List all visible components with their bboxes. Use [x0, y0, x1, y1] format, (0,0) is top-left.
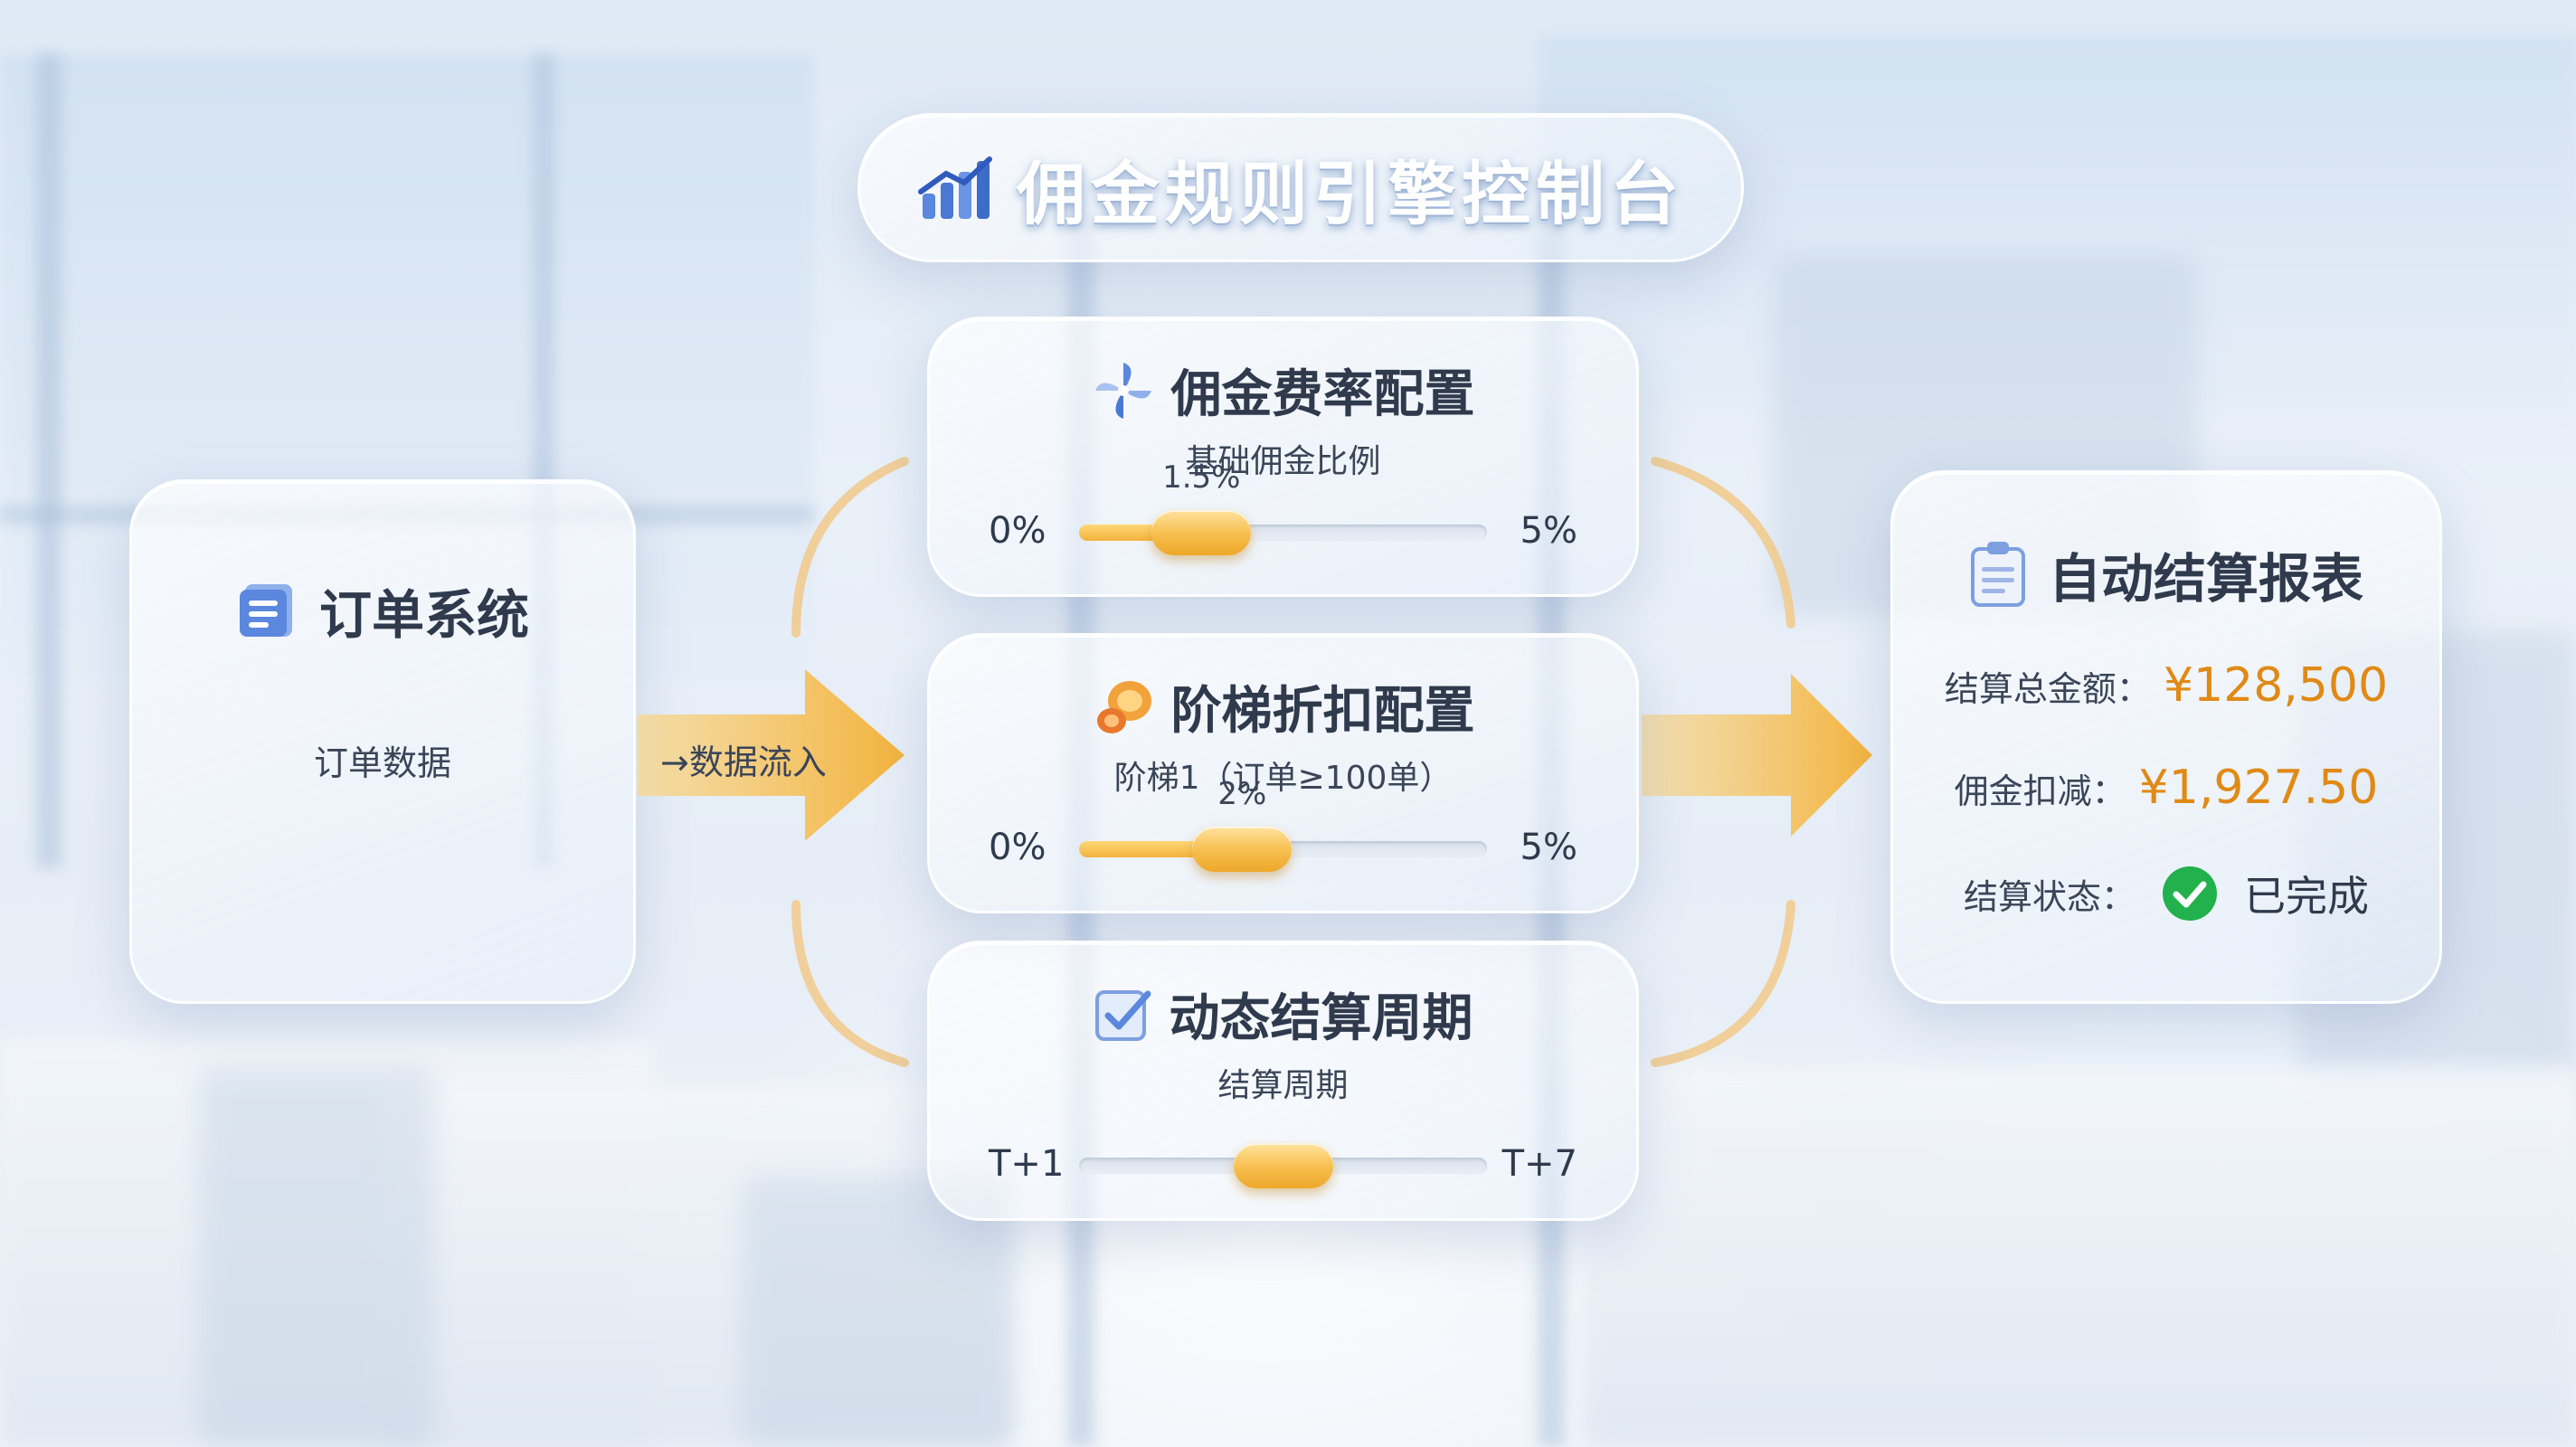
data-flow-out-arrow — [1642, 674, 1877, 837]
pinwheel-icon — [1092, 359, 1155, 422]
slider-track[interactable]: 1.5% — [1079, 525, 1487, 541]
slider-thumb[interactable]: 1.5% — [1151, 510, 1251, 555]
commission-deduction-value: ¥1,927.50 — [2139, 761, 2379, 815]
commission-rate-card: 佣金费率配置 基础佣金比例 0% 1.5% 5% — [927, 317, 1639, 597]
total-amount-label: 结算总金额： — [1945, 661, 2151, 711]
coins-icon — [1092, 677, 1155, 737]
slider-min-label: 0% — [989, 827, 1046, 868]
settlement-report-card: 自动结算报表 结算总金额： ¥128,500 佣金扣减： ¥1,927.50 结… — [1890, 470, 2442, 1004]
check-circle-icon — [2161, 865, 2219, 922]
slider-value-label: 1.5% — [1162, 459, 1240, 496]
right-lower-arc — [1646, 895, 1800, 1076]
settlement-cycle-slider[interactable]: T+1 T+7 — [966, 1138, 1600, 1192]
tier-one-label: 阶梯1（订单≥100单） — [930, 752, 1636, 799]
page-title: 佣金规则引擎控制台 — [1017, 138, 1684, 238]
data-flow-label: →数据流入 — [660, 734, 827, 784]
slider-track[interactable] — [1079, 1158, 1487, 1174]
checkbox-icon — [1094, 987, 1153, 1043]
slider-thumb[interactable]: 2% — [1192, 827, 1292, 872]
settlement-status-value: 已完成 — [2244, 864, 2369, 923]
tier-discount-slider[interactable]: 0% 2% 5% — [966, 821, 1600, 875]
slider-min-label: 0% — [989, 510, 1046, 552]
commission-rate-title: 佣金费率配置 — [1171, 354, 1475, 427]
settlement-cycle-card: 动态结算周期 结算周期 T+1 T+7 — [927, 941, 1639, 1221]
order-data-label: 订单数据 — [132, 735, 633, 785]
tier-discount-card: 阶梯折扣配置 阶梯1（订单≥100单） 0% 2% 5% — [927, 633, 1639, 913]
slider-max-label: 5% — [1520, 827, 1577, 868]
slider-max-label: 5% — [1520, 510, 1577, 552]
bar-chart-icon — [917, 156, 993, 221]
clipboard-icon — [1969, 540, 2027, 609]
base-rate-slider[interactable]: 0% 1.5% 5% — [966, 505, 1600, 559]
slider-max-label: T+7 — [1502, 1143, 1577, 1185]
settlement-status-label: 结算状态： — [1964, 869, 2136, 919]
right-upper-arc — [1646, 452, 1800, 642]
base-rate-label: 基础佣金比例 — [930, 435, 1636, 482]
settlement-cycle-title: 动态结算周期 — [1170, 978, 1473, 1051]
slider-track[interactable]: 2% — [1079, 841, 1487, 857]
slider-min-label: T+1 — [989, 1143, 1064, 1185]
order-system-title: 订单系统 — [319, 572, 529, 648]
total-amount-value: ¥128,500 — [2164, 658, 2388, 713]
left-lower-arc — [778, 895, 914, 1076]
report-title: 自动结算报表 — [2049, 536, 2363, 612]
settlement-status-row: 结算状态： 已完成 — [1893, 864, 2439, 923]
commission-deduction-row: 佣金扣减： ¥1,927.50 — [1893, 761, 2439, 815]
settlement-cycle-label: 结算周期 — [930, 1059, 1636, 1106]
title-banner: 佣金规则引擎控制台 — [857, 113, 1744, 262]
slider-thumb[interactable] — [1234, 1143, 1333, 1188]
total-amount-row: 结算总金额： ¥128,500 — [1893, 658, 2439, 713]
commission-deduction-label: 佣金扣减： — [1955, 763, 2126, 813]
order-system-card: 订单系统 订单数据 — [129, 479, 636, 1004]
document-list-icon — [236, 581, 299, 640]
slider-value-label: 2% — [1217, 776, 1266, 812]
left-upper-arc — [778, 452, 914, 642]
tier-discount-title: 阶梯折扣配置 — [1171, 670, 1475, 743]
